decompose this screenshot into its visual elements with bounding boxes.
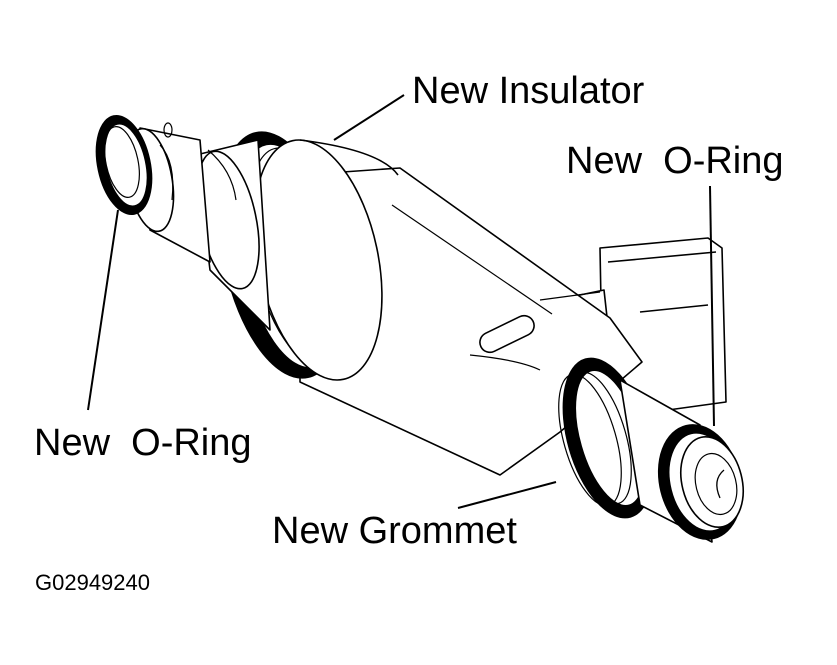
inlet-collar — [195, 139, 271, 331]
label-new-grommet: New Grommet — [272, 510, 517, 552]
outlet-oring-leader — [709, 185, 715, 427]
nozzle — [619, 379, 744, 543]
label-new-oring-outlet: New O-Ring — [566, 140, 784, 182]
leader-lines — [87, 94, 715, 509]
body-slot — [479, 314, 535, 354]
figure-id: G02949240 — [35, 570, 150, 595]
insulator-leader — [333, 94, 405, 141]
injector-body — [299, 167, 643, 476]
label-new-insulator: New Insulator — [412, 70, 645, 112]
inlet-oring — [95, 114, 153, 216]
grommet-leader — [457, 481, 557, 509]
inlet-oring-leader — [87, 209, 119, 411]
label-new-oring-inlet: New O-Ring — [34, 422, 252, 464]
